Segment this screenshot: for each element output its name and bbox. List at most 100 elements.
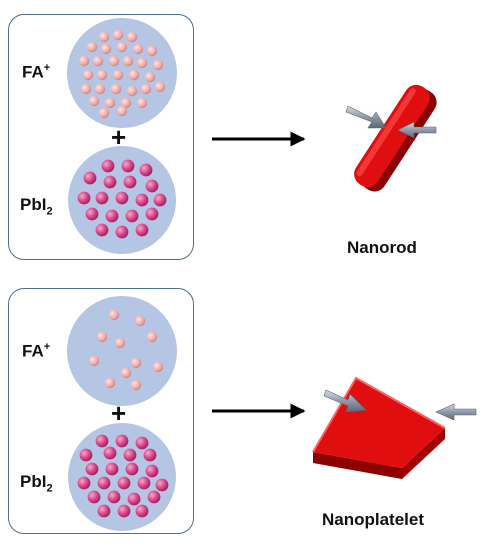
- fa-particle: [94, 83, 106, 95]
- pbi2-particle: [145, 464, 159, 478]
- fa-particle: [132, 43, 144, 55]
- pbi2-particle: [95, 191, 109, 205]
- bottom-fa-text: FA: [22, 341, 44, 361]
- fa-particle: [112, 29, 124, 41]
- pbi2-particle: [105, 462, 119, 476]
- fa-particle: [144, 71, 156, 83]
- fa-particle: [100, 43, 112, 55]
- fa-particle: [136, 97, 148, 109]
- fa-particle: [130, 357, 142, 369]
- pbi2-particle: [123, 448, 137, 462]
- fa-particle: [140, 83, 152, 95]
- bottom-plus-sign: +: [111, 398, 127, 428]
- pbi2-particle: [95, 434, 109, 448]
- fa-particle: [152, 59, 164, 71]
- pbi2-particle: [121, 159, 135, 173]
- fa-particle: [92, 55, 104, 67]
- pbi2-particle: [125, 209, 139, 223]
- top-pbi2-text: PbI: [20, 195, 47, 214]
- fa-particle: [146, 45, 158, 57]
- fa-particle: [116, 105, 128, 117]
- pbi2-particle: [143, 448, 157, 462]
- fa-particle: [120, 367, 132, 379]
- fa-particle: [96, 331, 108, 343]
- pbi2-particle: [115, 191, 129, 205]
- pbi2-particle: [145, 207, 159, 221]
- pbi2-particle: [125, 462, 139, 476]
- pbi2-particle: [103, 446, 117, 460]
- pbi2-particle: [97, 504, 111, 518]
- fa-particle: [98, 107, 110, 119]
- pbi2-particle: [135, 436, 149, 450]
- top-fa-charge: +: [43, 62, 51, 74]
- nanoplatelet-right-pressure-arrow: [435, 403, 477, 421]
- pbi2-particle: [137, 476, 151, 490]
- fa-particle: [116, 41, 128, 53]
- pbi2-particle: [103, 175, 117, 189]
- fa-particle: [104, 97, 116, 109]
- pbi2-particle: [147, 490, 161, 504]
- pbi2-particle: [85, 207, 99, 221]
- pbi2-particle: [77, 476, 91, 490]
- fa-particle: [104, 377, 116, 389]
- pbi2-particle: [123, 175, 137, 189]
- nanorod-label: Nanorod: [347, 238, 417, 257]
- bottom-fa-circle: [67, 296, 177, 406]
- pbi2-particle: [115, 225, 129, 239]
- top-fa-label: FA+: [22, 62, 50, 83]
- top-pbi2-subscript: 2: [46, 205, 53, 218]
- fa-particle: [98, 31, 110, 43]
- pbi2-particle: [117, 504, 131, 518]
- bottom-pbi2-subscript: 2: [46, 482, 53, 495]
- fa-particle: [126, 85, 138, 97]
- fa-particle: [154, 81, 166, 93]
- fa-particle: [88, 355, 100, 367]
- nanoplatelet-label: Nanoplatelet: [322, 510, 425, 529]
- fa-particle: [112, 69, 124, 81]
- pbi2-particle: [153, 193, 167, 207]
- fa-particle: [126, 31, 138, 43]
- pbi2-particle: [105, 209, 119, 223]
- pbi2-particle: [155, 478, 169, 492]
- pbi2-particle: [127, 492, 141, 506]
- pbi2-particle: [135, 223, 149, 237]
- nanorod-left-pressure-arrow: [345, 105, 387, 129]
- bottom-fa-label: FA+: [22, 341, 50, 362]
- bottom-pbi2-text: PbI: [20, 472, 47, 491]
- fa-particle: [122, 55, 134, 67]
- pbi2-particle: [117, 476, 131, 490]
- pbi2-particle: [85, 462, 99, 476]
- pbi2-particle: [79, 448, 93, 462]
- pbi2-particle: [135, 193, 149, 207]
- fa-particle: [108, 55, 120, 67]
- pbi2-particle: [97, 476, 111, 490]
- pbi2-particle: [77, 191, 91, 205]
- fa-particle: [78, 55, 90, 67]
- fa-particle: [130, 379, 142, 391]
- pbi2-particle: [83, 171, 97, 185]
- fa-particle: [82, 69, 94, 81]
- fa-particle: [88, 95, 100, 107]
- top-fa-text: FA: [22, 62, 44, 82]
- fa-particle: [110, 83, 122, 95]
- pbi2-particle: [101, 159, 115, 173]
- fa-particle: [120, 97, 132, 109]
- fa-particle: [136, 57, 148, 69]
- pbi2-particle: [139, 163, 153, 177]
- pbi2-particle: [95, 223, 109, 237]
- fa-particle: [114, 337, 126, 349]
- pbi2-particle: [145, 179, 159, 193]
- fa-particle: [108, 309, 120, 321]
- bottom-fa-charge: +: [43, 341, 51, 353]
- fa-particle: [96, 69, 108, 81]
- fa-particle: [80, 83, 92, 95]
- top-plus-sign: +: [111, 122, 127, 152]
- fa-particle: [146, 331, 158, 343]
- particles: [77, 29, 169, 518]
- fa-particle: [86, 41, 98, 53]
- fa-particle: [152, 361, 164, 373]
- nanorod-shape: [354, 84, 437, 192]
- pbi2-particle: [87, 490, 101, 504]
- nanorod-right-pressure-arrow: [397, 121, 437, 139]
